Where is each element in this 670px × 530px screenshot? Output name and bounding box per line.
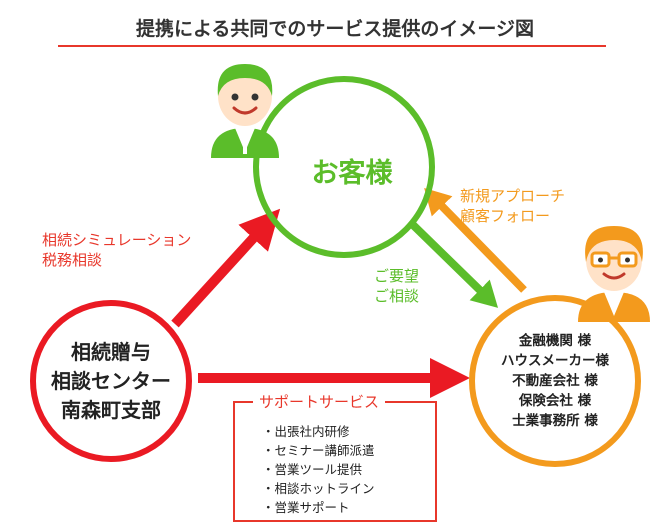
partner-item: 士業事務所 様 bbox=[512, 413, 598, 429]
service-item: 相談ホットライン bbox=[262, 479, 375, 498]
support-services-list: 出張社内研修 セミナー講師派遣 営業ツール提供 相談ホットライン 営業サポート bbox=[262, 422, 375, 517]
arrow-customer-to-partners bbox=[407, 219, 499, 308]
partner-item: ハウスメーカー様 bbox=[501, 353, 609, 369]
page-title: 提携による共同でのサービス提供のイメージ図 bbox=[135, 18, 535, 40]
center-line: 相談センター bbox=[51, 368, 171, 393]
partner-person-icon bbox=[578, 226, 650, 322]
customer-to-partners-label: ご要望 ご相談 bbox=[374, 266, 419, 306]
consultation-center-name: 相続贈与 相談センター 南森町支部 bbox=[51, 338, 171, 425]
partner-item: 不動産会社 様 bbox=[512, 373, 598, 389]
center-to-customer-label: 相続シミュレーション 税務相談 bbox=[42, 230, 191, 270]
service-item: 営業サポート bbox=[262, 498, 375, 517]
center-line: 南森町支部 bbox=[61, 397, 161, 422]
label-line: ご相談 bbox=[374, 287, 420, 305]
service-item: 営業ツール提供 bbox=[262, 460, 375, 479]
partner-item: 金融機関 様 bbox=[518, 333, 592, 349]
consultation-center-circle: 相続贈与 相談センター 南森町支部 bbox=[30, 300, 192, 462]
partners-to-customer-label: 新規アプローチ 顧客フォロー bbox=[460, 186, 565, 226]
label-line: 相続シミュレーション bbox=[42, 231, 192, 249]
customer-person-icon bbox=[211, 64, 279, 158]
customer-label: お客様 bbox=[311, 157, 393, 189]
arrow-center-to-customer bbox=[171, 208, 281, 328]
label-line: 税務相談 bbox=[42, 251, 103, 269]
partners-list: 金融機関 様 ハウスメーカー様 不動産会社 様 保険会社 様 士業事務所 様 bbox=[501, 331, 609, 431]
arrow-partners-to-customer bbox=[424, 187, 527, 293]
partners-circle: 金融機関 様 ハウスメーカー様 不動産会社 様 保険会社 様 士業事務所 様 bbox=[469, 295, 641, 467]
label-line: 顧客フォロー bbox=[460, 207, 551, 225]
center-line: 相続贈与 bbox=[71, 339, 151, 364]
customer-circle: お客様 bbox=[253, 76, 435, 258]
title-underline bbox=[58, 45, 606, 47]
partner-item: 保険会社 様 bbox=[518, 393, 592, 409]
label-line: 新規アプローチ bbox=[460, 187, 566, 205]
label-line: ご要望 bbox=[374, 267, 420, 285]
service-item: セミナー講師派遣 bbox=[262, 441, 375, 460]
support-services-title: サポートサービス bbox=[253, 391, 386, 412]
service-item: 出張社内研修 bbox=[262, 422, 375, 441]
